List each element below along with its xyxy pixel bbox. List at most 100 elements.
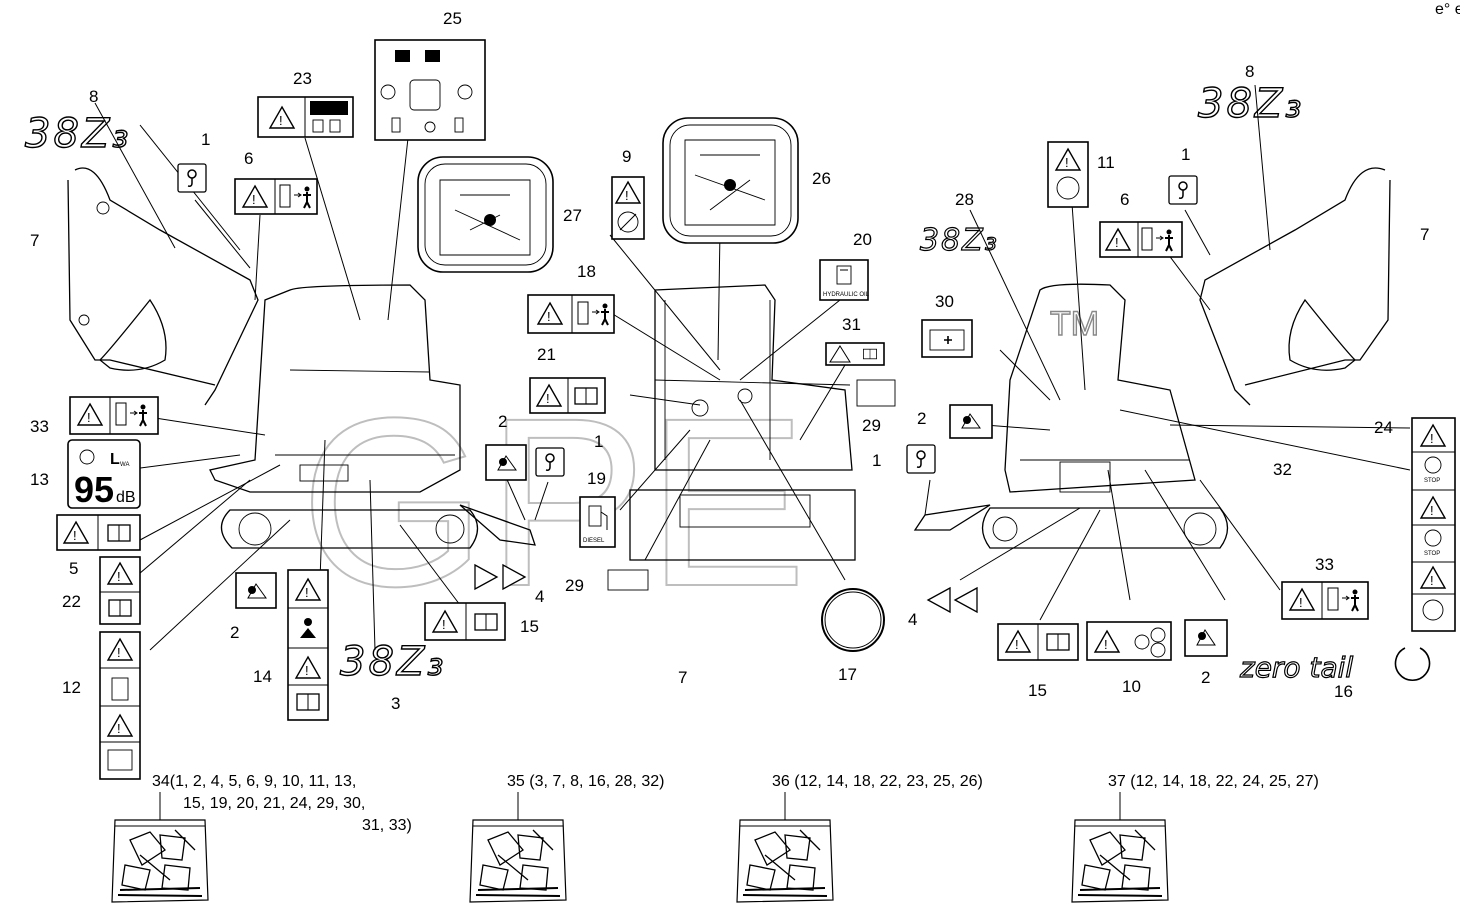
decal-27-hydraulic-diagram — [417, 156, 554, 273]
callout: 7 — [30, 231, 39, 250]
callout: 12 — [62, 678, 81, 697]
callout: 20 — [853, 230, 872, 249]
callout: 7 — [678, 668, 687, 687]
decal-1-lift-hook-rear — [906, 444, 936, 474]
decal-2-hazard-d — [1184, 619, 1228, 657]
callout: 25 — [443, 9, 462, 28]
callout: 2 — [230, 623, 239, 642]
callout: 5 — [69, 559, 78, 578]
kit-35-line-1: 35 (3, 7, 8, 16, 28, 32) — [507, 773, 664, 790]
callout: 29 — [862, 416, 881, 435]
callout: 33 — [30, 417, 49, 436]
kit-35-bag-icon — [469, 819, 567, 903]
callout: 27 — [563, 206, 582, 225]
callout: 26 — [812, 169, 831, 188]
callout: 19 — [587, 469, 606, 488]
callout: 15 — [520, 617, 539, 636]
decal-2-hazard-c — [949, 404, 993, 439]
callout: 3 — [391, 694, 400, 713]
decal-1-lift-hook-center — [535, 447, 565, 477]
callout: 22 — [62, 592, 81, 611]
callout: 10 — [1122, 677, 1141, 696]
callout: 1 — [594, 432, 603, 451]
noise-lwa: L — [110, 451, 120, 468]
decal-15-warning-manual — [424, 602, 506, 641]
callout-numbers: 25 23 8 1 6 7 27 9 26 8 1 11 6 7 28 20 1… — [30, 9, 1429, 713]
decal-9-warning-pair — [611, 176, 645, 240]
stop-text-1: STOP — [1424, 478, 1440, 484]
callout: 29 — [565, 576, 584, 595]
brand-logo-8-left: 38Z₃ — [25, 111, 131, 157]
kit-34-line-2: 15, 19, 20, 21, 24, 29, 30, — [183, 795, 365, 812]
noise-lwa-sub: WA — [120, 462, 129, 468]
callout: 6 — [1120, 190, 1129, 209]
decal-13-noise-level: L WA 95 dB — [67, 439, 141, 510]
decal-31-warning — [825, 342, 885, 366]
callout: 8 — [89, 87, 98, 106]
callout: 18 — [577, 262, 596, 281]
decal-23-warning — [257, 96, 354, 138]
corner-mark: e° e° — [1435, 1, 1460, 18]
zero-tail-swirl-icon — [1394, 647, 1431, 681]
callout: 16 — [1334, 682, 1353, 701]
callout: 1 — [872, 451, 881, 470]
callout: 31 — [842, 315, 861, 334]
decal-4-triangles-right — [926, 586, 978, 614]
decal-6-keep-away — [234, 178, 318, 215]
callout: 2 — [1201, 668, 1210, 687]
brand-logo-8-right: 38Z₃ — [1198, 81, 1304, 127]
kit-36: 36 (12, 14, 18, 22, 23, 25, 26) — [736, 773, 983, 903]
diesel-text: DIESEL — [583, 538, 605, 544]
decal-11-warning-pair — [1047, 141, 1089, 208]
kit-37-line-1: 37 (12, 14, 18, 22, 24, 25, 27) — [1108, 773, 1319, 790]
trademark-mark: TM — [1050, 305, 1099, 343]
callout: 4 — [908, 610, 917, 629]
center-excavator-drawing — [629, 284, 856, 561]
callout: 7 — [1420, 225, 1429, 244]
decal-22-warning-manual — [99, 556, 141, 625]
callout: 8 — [1245, 62, 1254, 81]
decal-33-keep-away-right — [1281, 581, 1369, 620]
kit-34-bag-icon — [111, 819, 209, 903]
decal-17-ring — [821, 588, 885, 652]
decal-10-warning — [1086, 621, 1172, 661]
callout: 30 — [935, 292, 954, 311]
decal-18-keep-away — [527, 294, 615, 334]
decal-26-control-diagram — [662, 117, 799, 244]
callout: 2 — [498, 412, 507, 431]
decal-15-warning-manual-right — [997, 623, 1079, 661]
decal-24-warning-stack: STOP STOP — [1411, 417, 1456, 632]
decal-20-hydraulic-oil: HYDRAULIC OIL — [819, 259, 870, 301]
kit-34-line-1: 34(1, 2, 4, 5, 6, 9, 10, 11, 13, — [152, 773, 356, 790]
stop-text-2: STOP — [1424, 551, 1440, 557]
decal-4-triangles-left — [474, 563, 527, 591]
leader-lines — [94, 84, 1411, 651]
decal-19-diesel: DIESEL — [579, 496, 616, 548]
noise-unit: dB — [116, 489, 136, 506]
decal-5-warning-manual — [56, 514, 141, 551]
decal-25-operation-chart — [374, 39, 486, 141]
decal-30-battery — [921, 319, 973, 358]
callout: 4 — [535, 587, 544, 606]
kit-34-line-3: 31, 33) — [362, 817, 412, 834]
decal-1-lift-hook — [177, 163, 207, 193]
decal-33-keep-away — [69, 396, 159, 435]
callout: 23 — [293, 69, 312, 88]
zero-tail-logo: zero tail — [1239, 651, 1353, 684]
brand-logo-28: 38Z₃ — [920, 223, 999, 258]
brand-logo-3: 38Z₃ — [340, 639, 446, 685]
callout: 6 — [244, 149, 253, 168]
decal-29-plate-b — [856, 379, 896, 407]
callout: 9 — [622, 147, 631, 166]
callout: 15 — [1028, 681, 1047, 700]
decal-21-warning-manual — [529, 377, 606, 414]
decal-29-plate-a — [607, 569, 649, 591]
callout: 28 — [955, 190, 974, 209]
callout: 1 — [201, 130, 210, 149]
decal-1-lift-hook-right — [1168, 175, 1198, 205]
callout: 32 — [1273, 460, 1292, 479]
kit-37-bag-icon — [1071, 819, 1169, 903]
callout: 14 — [253, 667, 272, 686]
callout: 24 — [1374, 418, 1393, 437]
